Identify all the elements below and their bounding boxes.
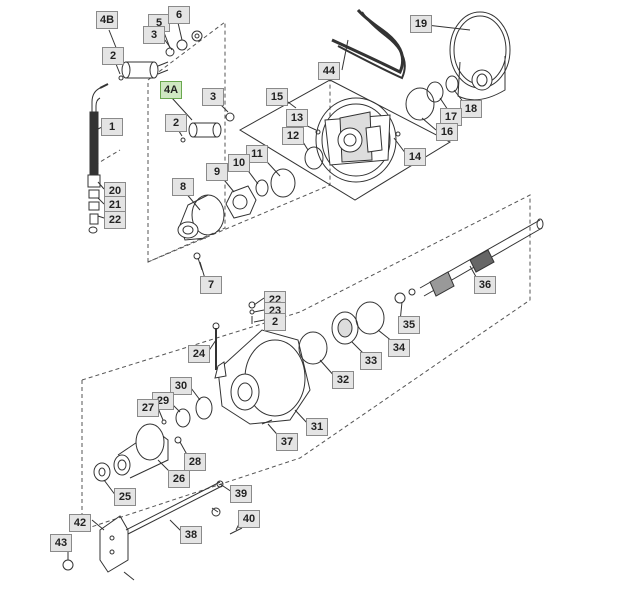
callout-4B[interactable]: 4B	[96, 11, 119, 29]
part-27-nut	[161, 419, 167, 425]
part-33-bearing	[331, 311, 359, 345]
callout-35[interactable]: 35	[398, 316, 420, 334]
callout-6[interactable]: 6	[168, 6, 190, 24]
part-11-snap-ring	[270, 168, 296, 198]
part-12-bushing	[304, 146, 324, 170]
callout-16[interactable]: 16	[436, 123, 458, 141]
part-14-hub-assembly	[239, 79, 452, 201]
callout-7[interactable]: 7	[200, 276, 222, 294]
part-4A-fitting	[180, 112, 235, 143]
part-25-washer	[93, 462, 111, 482]
callout-1[interactable]: 1	[101, 118, 123, 136]
callout-13[interactable]: 13	[286, 109, 308, 127]
part-36-shaft	[419, 218, 544, 297]
callout-33[interactable]: 33	[360, 352, 382, 370]
small-frame	[94, 149, 121, 166]
part-bolt-lower	[123, 571, 135, 581]
callout-38[interactable]: 38	[180, 526, 202, 544]
part-30-ring	[195, 396, 213, 420]
callout-12[interactable]: 12	[282, 127, 304, 145]
callout-18[interactable]: 18	[460, 100, 482, 118]
part-16-ring	[405, 87, 435, 121]
part-9-gasket	[225, 185, 257, 219]
callout-26[interactable]: 26	[168, 470, 190, 488]
callout-36[interactable]: 36	[474, 276, 496, 294]
part-26-shaft-housing	[113, 423, 169, 479]
part-44-belt	[331, 8, 406, 80]
callout-2[interactable]: 2	[165, 114, 187, 132]
callout-3[interactable]: 3	[143, 26, 165, 44]
part-31-gearcase	[214, 329, 311, 425]
callout-3[interactable]: 3	[202, 88, 224, 106]
callout-37[interactable]: 37	[276, 433, 298, 451]
callout-31[interactable]: 31	[306, 418, 328, 436]
part-15-bolt	[395, 131, 401, 137]
part-34-ring	[355, 301, 385, 335]
callout-14[interactable]: 14	[404, 148, 426, 166]
callout-25[interactable]: 25	[114, 488, 136, 506]
callout-8[interactable]: 8	[172, 178, 194, 196]
callout-10[interactable]: 10	[228, 154, 250, 172]
callout-11[interactable]: 11	[246, 145, 268, 163]
callout-43[interactable]: 43	[50, 534, 72, 552]
callout-21[interactable]: 21	[104, 196, 126, 214]
part-17-ring	[426, 81, 444, 103]
callout-2[interactable]: 2	[102, 47, 124, 65]
callout-27[interactable]: 27	[137, 399, 159, 417]
callout-19[interactable]: 19	[410, 15, 432, 33]
callout-40[interactable]: 40	[238, 510, 260, 528]
callout-22[interactable]: 22	[104, 211, 126, 229]
callout-39[interactable]: 39	[230, 485, 252, 503]
part-42-bracket	[99, 515, 129, 573]
part-37-bolt	[261, 419, 273, 425]
part-22-cap	[248, 301, 256, 309]
part-38-rod	[125, 481, 223, 535]
callout-44[interactable]: 44	[318, 62, 340, 80]
part-23-washer	[249, 309, 255, 315]
callout-30[interactable]: 30	[170, 377, 192, 395]
callout-2[interactable]: 2	[264, 313, 286, 331]
part-8-housing	[177, 194, 225, 241]
callout-9[interactable]: 9	[206, 163, 228, 181]
part-1-hose	[87, 83, 109, 234]
part-35-ring	[394, 292, 406, 304]
callout-15[interactable]: 15	[266, 88, 288, 106]
part-18-ring	[445, 75, 459, 93]
part-28-bolt	[174, 436, 182, 444]
callout-4A[interactable]: 4A	[160, 81, 183, 99]
callout-42[interactable]: 42	[69, 514, 91, 532]
callout-28[interactable]: 28	[184, 453, 206, 471]
part-19-sheave	[449, 11, 511, 101]
callout-32[interactable]: 32	[332, 371, 354, 389]
part-32-seal	[298, 331, 328, 365]
upper-group-frame	[147, 20, 226, 263]
part-10-ring	[255, 179, 269, 197]
callout-24[interactable]: 24	[188, 345, 210, 363]
callout-34[interactable]: 34	[388, 339, 410, 357]
part-13-bolt	[315, 129, 321, 135]
part-40-pin	[229, 527, 243, 535]
part-29-washer	[175, 408, 191, 428]
part-43-nut	[62, 559, 74, 571]
